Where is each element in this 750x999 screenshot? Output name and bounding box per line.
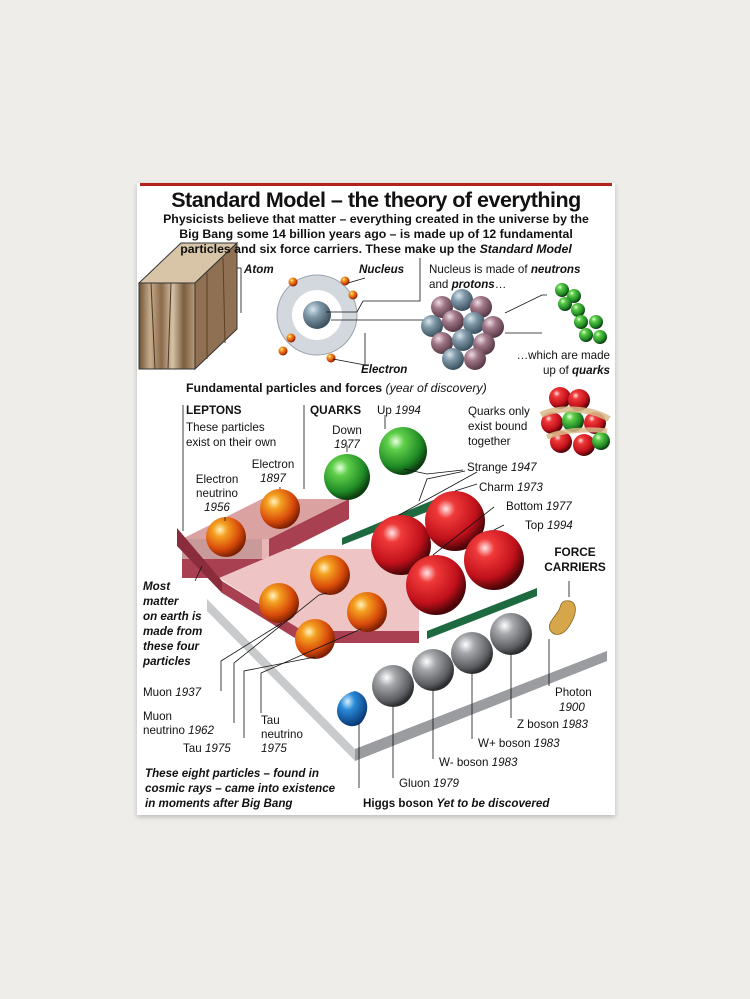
- strange-quark-ball: [371, 515, 431, 575]
- top-quark-ball: [464, 530, 524, 590]
- electron-label: Electron: [361, 363, 408, 376]
- diagram-artwork: [137, 241, 611, 788]
- tau-neutrino-ball: [347, 592, 387, 632]
- atom-diagram: [276, 274, 358, 363]
- electron-label-name: Electron: [251, 458, 295, 471]
- w-minus-boson-label: W- boson 1983: [439, 756, 518, 769]
- nucleus-label: Nucleus: [359, 263, 405, 276]
- leader-lines: [182, 405, 570, 788]
- z-boson-ball: [490, 613, 532, 655]
- title-rule: [140, 183, 612, 186]
- electron-neutrino-label-2: neutrino: [196, 487, 238, 500]
- muon-ball: [259, 583, 299, 623]
- muon-neutrino-ball: [310, 555, 350, 595]
- matter-note-line-6: particles: [143, 655, 191, 668]
- tau-neutrino-label-2: neutrino: [261, 728, 303, 741]
- intro-line-3: particles and six force carriers. These …: [180, 242, 572, 256]
- charm-quark-label: Charm 1973: [479, 481, 543, 494]
- electron-year: 1897: [260, 472, 286, 485]
- bound-note-line-3: together: [468, 435, 511, 448]
- w-minus-boson-ball: [412, 649, 454, 691]
- muon-neutrino-label-1: Muon: [143, 710, 173, 723]
- muon-neutrino-label-2: neutrino 1962: [143, 724, 214, 737]
- cosmic-note-line-2: cosmic rays – came into existence: [145, 782, 336, 795]
- muon-label: Muon 1937: [143, 686, 202, 699]
- leptons-heading: LEPTONS: [186, 403, 242, 417]
- higgs-boson-ball: [337, 691, 368, 727]
- bottom-quark-ball: [406, 555, 466, 615]
- nucleus-note-line-2: and protons…: [429, 278, 507, 291]
- down-quark-year: 1977: [334, 438, 360, 451]
- matter-note-line-2: matter: [143, 595, 179, 608]
- wood-block-icon: [137, 241, 239, 371]
- quark-stripe-bottom: [427, 588, 537, 639]
- matter-note-line-4: made from: [143, 625, 203, 638]
- matter-note-line-3: on earth is: [143, 610, 202, 623]
- gluon-label: Gluon 1979: [399, 777, 459, 790]
- intro-line-2: Big Bang some 14 billion years ago – is …: [179, 227, 573, 241]
- cosmic-note-line-3: in moments after Big Bang: [145, 797, 293, 810]
- intro-line-1: Physicists believe that matter – everyth…: [163, 212, 589, 226]
- w-plus-boson-label: W+ boson 1983: [478, 737, 560, 750]
- quark-trio-bottom: [574, 315, 607, 344]
- quarks-note-line-2: up of quarks: [542, 364, 610, 377]
- electron-neutrino-label-1: Electron: [195, 473, 239, 486]
- down-quark-ball: [324, 454, 370, 500]
- charm-quark-ball: [425, 491, 485, 551]
- electron-ball: [260, 489, 300, 529]
- photon-ball: [548, 600, 576, 635]
- gluon-ball: [372, 665, 414, 707]
- cosmic-note-line-1: These eight particles – found in: [145, 767, 319, 780]
- leptons-desc-line-2: exist on their own: [186, 436, 277, 449]
- tau-ball: [295, 619, 335, 659]
- z-boson-label: Z boson 1983: [517, 718, 588, 731]
- up-quark-ball: [379, 427, 427, 475]
- bound-quarks-icon: [539, 387, 611, 456]
- strange-quark-label: Strange 1947: [467, 461, 537, 474]
- tau-neutrino-year: 1975: [261, 742, 287, 755]
- quarks-note-line-1: …which are made: [516, 349, 610, 362]
- section-heading: Fundamental particles and forces (year o…: [186, 381, 487, 395]
- matter-note-line-1: Most: [143, 580, 171, 593]
- force-carriers-heading-1: FORCE: [554, 545, 596, 559]
- force-carriers-heading-2: CARRIERS: [544, 560, 606, 574]
- nucleus-note-line-1: Nucleus is made of neutrons: [429, 263, 581, 276]
- bound-note-line-1: Quarks only: [468, 405, 530, 418]
- leptons-desc-line-1: These particles: [186, 421, 265, 434]
- photon-year: 1900: [559, 701, 585, 714]
- matter-note-line-5: these four: [143, 640, 200, 653]
- tau-neutrino-label-1: Tau: [261, 714, 280, 727]
- standard-model-poster: Standard Model – the theory of everythin…: [137, 183, 615, 815]
- up-quark-label: Up 1994: [377, 404, 421, 417]
- down-quark-label: Down: [332, 424, 362, 437]
- top-quark-label: Top 1994: [525, 519, 573, 532]
- boson-floor: [207, 599, 607, 761]
- electron-neutrino-year: 1956: [204, 501, 230, 514]
- page-title: Standard Model – the theory of everythin…: [171, 188, 581, 212]
- w-plus-boson-ball: [451, 632, 493, 674]
- bound-note-line-2: exist bound: [468, 420, 528, 433]
- nucleus-cluster: [421, 289, 504, 370]
- atom-label: Atom: [244, 263, 274, 276]
- electron-neutrino-ball: [206, 517, 246, 557]
- bottom-quark-label: Bottom 1977: [506, 500, 572, 513]
- tau-label: Tau 1975: [183, 742, 231, 755]
- quarks-heading: QUARKS: [310, 403, 362, 417]
- intro-emphasis: Standard Model: [479, 242, 572, 256]
- photon-label: Photon: [555, 686, 592, 699]
- higgs-boson-label: Higgs boson Yet to be discovered: [363, 797, 550, 810]
- quark-trio-top: [555, 283, 585, 317]
